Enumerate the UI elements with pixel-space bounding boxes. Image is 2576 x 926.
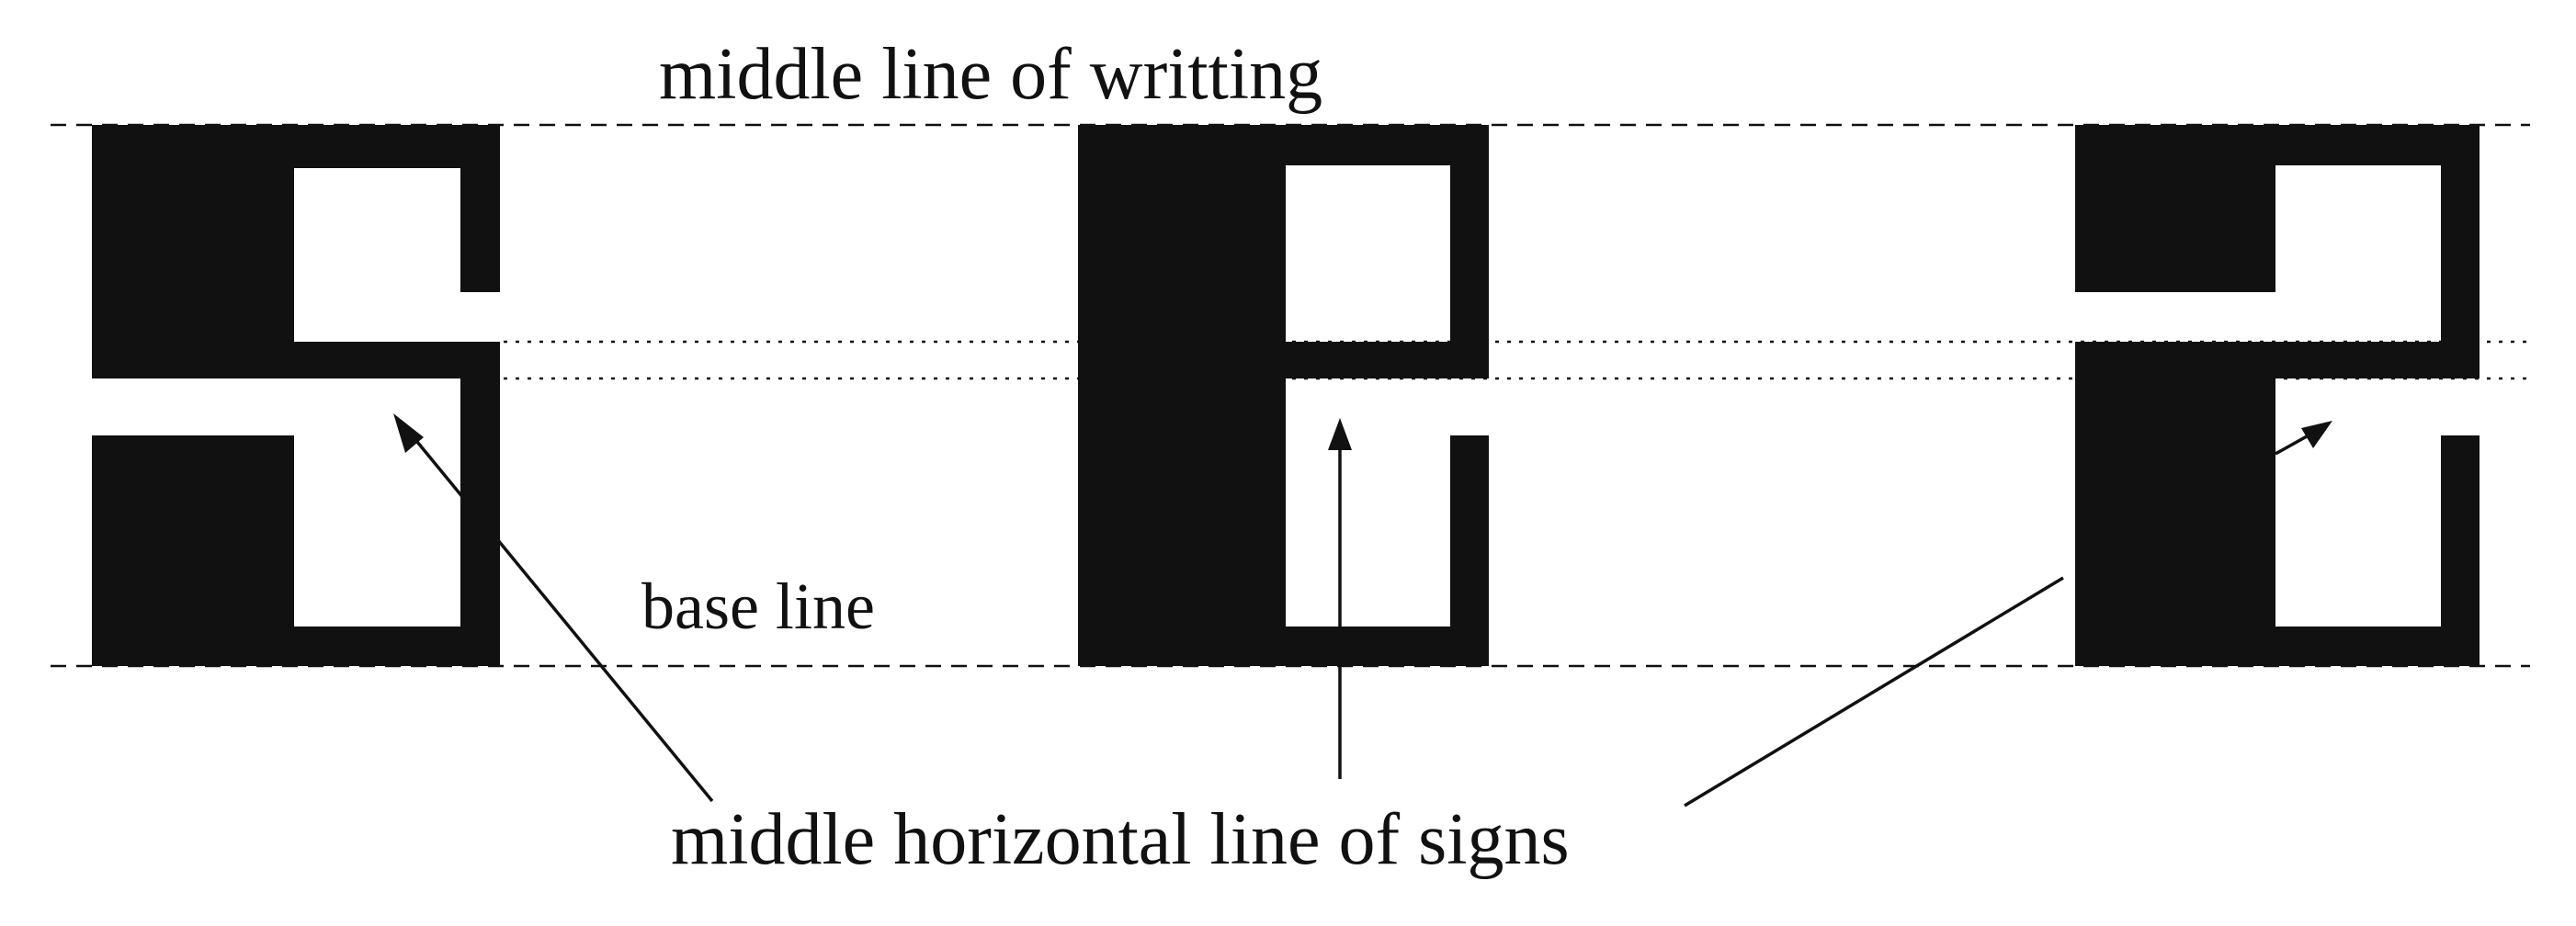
middle-line-of-writing-label: middle line of writting [659, 34, 1322, 115]
sign-2 [1078, 125, 1489, 666]
arrowhead-2 [1328, 418, 1352, 450]
arrowhead-1 [393, 413, 424, 453]
leader-line-1 [407, 430, 714, 803]
sign-1 [92, 125, 500, 666]
arrowhead-3 [2301, 421, 2332, 448]
base-line-label: base line [641, 570, 875, 643]
middle-horizontal-line-of-signs-label: middle horizontal line of signs [671, 799, 1570, 880]
sign-3 [2075, 125, 2480, 666]
leader-line-3 [1684, 576, 2064, 807]
